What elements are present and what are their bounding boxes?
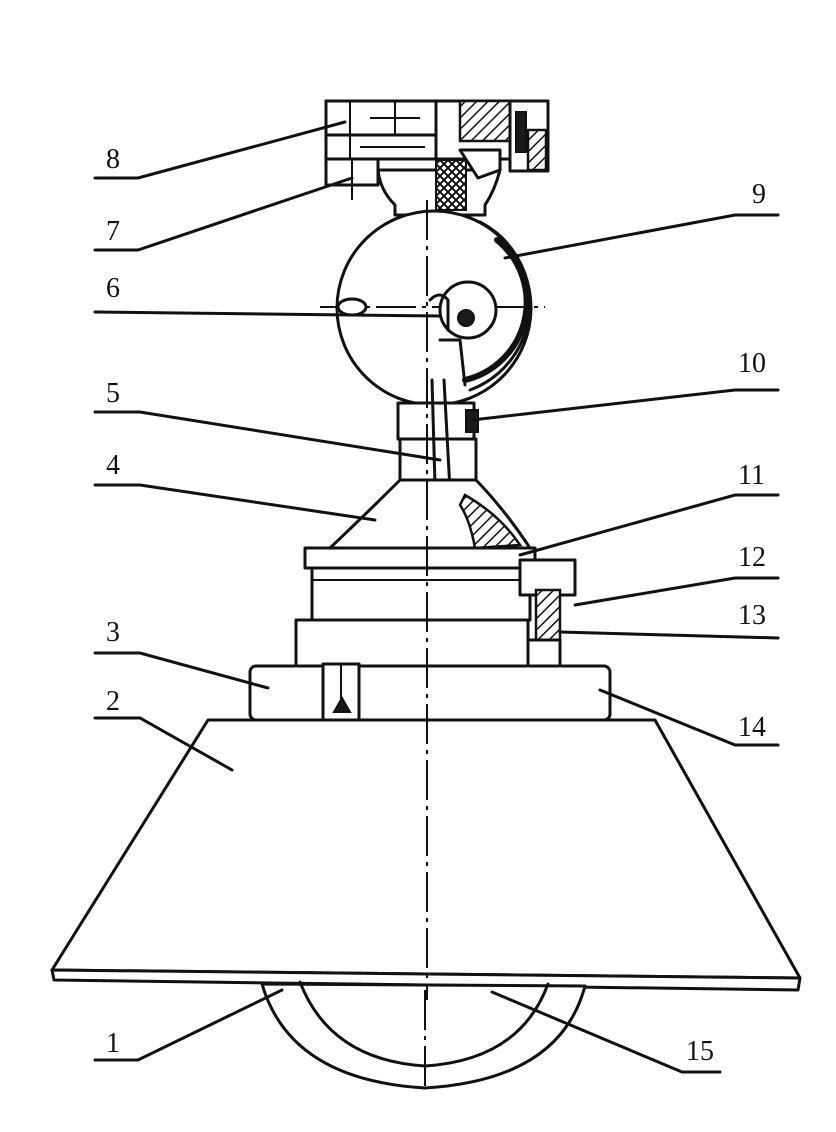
leader-6 — [93, 310, 442, 318]
leader-1 — [93, 988, 284, 1062]
label-10: 10 — [738, 348, 766, 379]
label-2: 2 — [106, 686, 120, 717]
leader-11 — [518, 493, 780, 557]
label-6: 6 — [106, 273, 120, 304]
label-4: 4 — [106, 450, 120, 481]
label-13: 13 — [738, 600, 766, 631]
leader-15 — [490, 990, 722, 1074]
leader-2 — [93, 716, 234, 772]
label-9: 9 — [752, 179, 766, 210]
mounting-block — [324, 99, 550, 217]
junction-sphere — [320, 209, 545, 407]
label-14: 14 — [738, 712, 766, 743]
label-5: 5 — [106, 378, 120, 409]
label-1: 1 — [106, 1028, 120, 1059]
leader-10 — [470, 388, 780, 422]
leader-5 — [93, 410, 442, 462]
label-15: 15 — [686, 1036, 714, 1067]
label-12: 12 — [738, 542, 766, 573]
label-7: 7 — [106, 216, 120, 247]
collar-ring — [248, 662, 612, 724]
leader-12 — [573, 576, 780, 607]
leader-9 — [503, 213, 780, 260]
callouts: 8 7 6 5 4 3 2 1 9 10 11 12 13 14 15 — [93, 120, 780, 1074]
label-3: 3 — [106, 617, 120, 648]
leader-8 — [93, 120, 347, 180]
leader-13 — [558, 630, 780, 640]
leader-7 — [93, 176, 354, 252]
dome-cover — [303, 478, 537, 622]
label-8: 8 — [106, 144, 120, 175]
glass-globe — [260, 980, 587, 1090]
leader-3 — [93, 651, 270, 690]
leader-4 — [93, 483, 377, 522]
leader-14 — [598, 688, 780, 747]
label-11: 11 — [738, 460, 765, 491]
